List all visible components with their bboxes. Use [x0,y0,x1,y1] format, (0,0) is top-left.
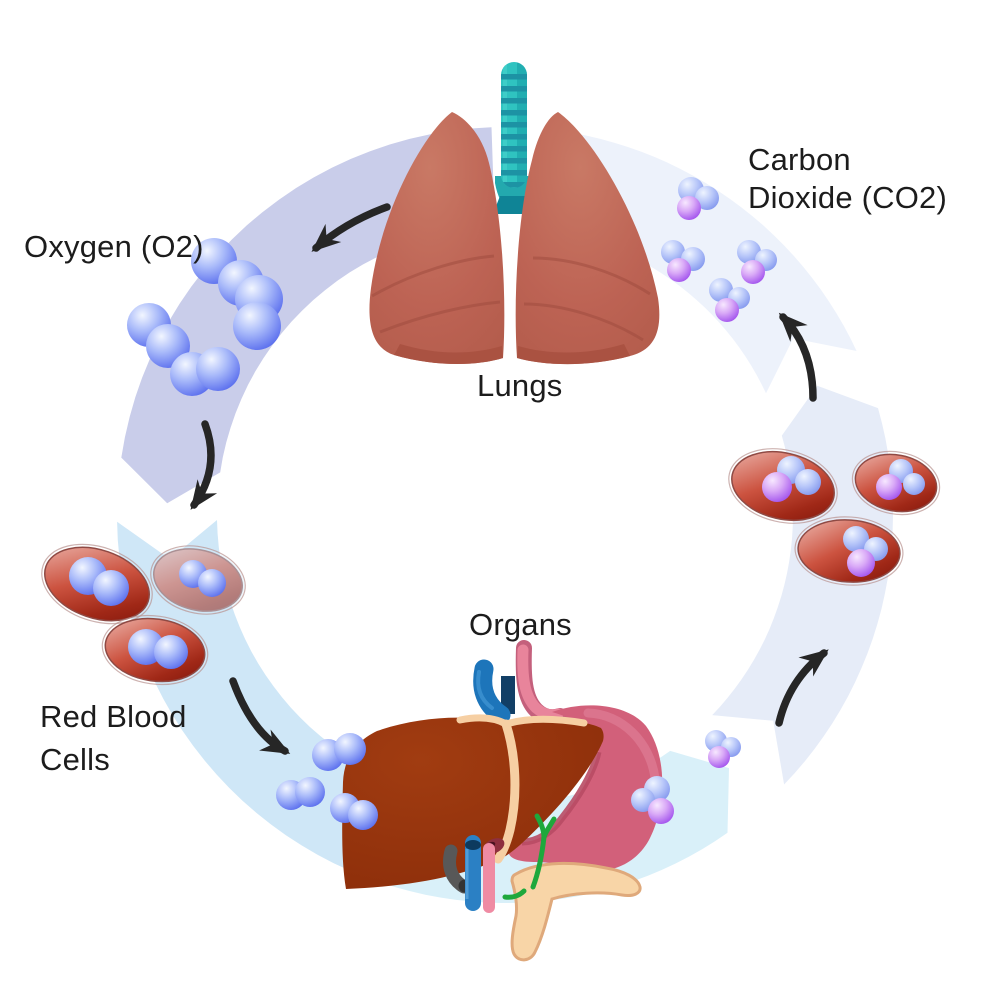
lungs-illustration [369,62,660,365]
left-lung [369,112,505,365]
o2-molecule [179,560,226,597]
o2-molecule [69,557,129,606]
pancreas [510,861,642,962]
flow-band-segment [712,385,893,785]
arrow-organs-to-carbon-dioxide [775,649,829,727]
label-red-blood-cells: Red Blood Cells [40,695,187,781]
co2-molecule [705,730,741,768]
lung-fissures [371,254,651,342]
falciform-ligament [493,719,520,864]
label-red-blood-cells-line1: Red Blood [40,699,187,734]
bile-ducts [502,813,557,900]
o2-molecule [233,275,283,350]
arrow-oxygen-to-red-blood-cells [190,420,218,510]
label-carbon-dioxide-line1: Carbon [748,142,851,177]
arrow-red-blood-cells-to-organs [229,677,291,755]
co2-molecule [737,240,777,284]
label-carbon-dioxide-line2: Dioxide (CO2) [748,180,947,215]
flow-arrows [190,203,829,755]
blue-vessel-opening [465,840,481,850]
esophagus [517,644,564,721]
molecules-group [69,177,925,830]
right-lung-base-shade [517,344,630,365]
vessel-highlight [476,670,494,710]
co2-molecule [677,177,719,220]
arrow-lungs-to-oxygen [311,203,391,252]
stomach-highlight [583,708,660,783]
o2-molecule [312,733,366,771]
label-organs: Organs [469,607,572,642]
co2-molecule [876,459,925,500]
o2-molecule [276,777,325,810]
o2-molecule [128,629,188,669]
flow-band-segment [117,520,416,884]
co2-molecule [661,240,705,282]
co2-molecule [631,776,674,824]
label-oxygen: Oxygen (O2) [24,229,204,264]
arrow-carbon-dioxide-to-lungs [778,312,817,402]
left-lung-base-shade [394,344,503,365]
o2-molecule [170,347,240,396]
co2-molecule [762,456,821,502]
co2-molecule [843,526,888,577]
label-lungs: Lungs [477,368,563,403]
o2-molecule [330,793,378,830]
label-carbon-dioxide: Carbon Dioxide (CO2) [748,141,947,217]
label-red-blood-cells-line2: Cells [40,742,110,777]
stomach-shading [521,751,602,846]
organs-illustration [342,640,663,962]
co2-molecule [709,278,750,322]
portal-vein-vessel [473,659,511,725]
right-lung [515,112,660,365]
trachea [501,62,527,188]
liver [342,717,604,889]
